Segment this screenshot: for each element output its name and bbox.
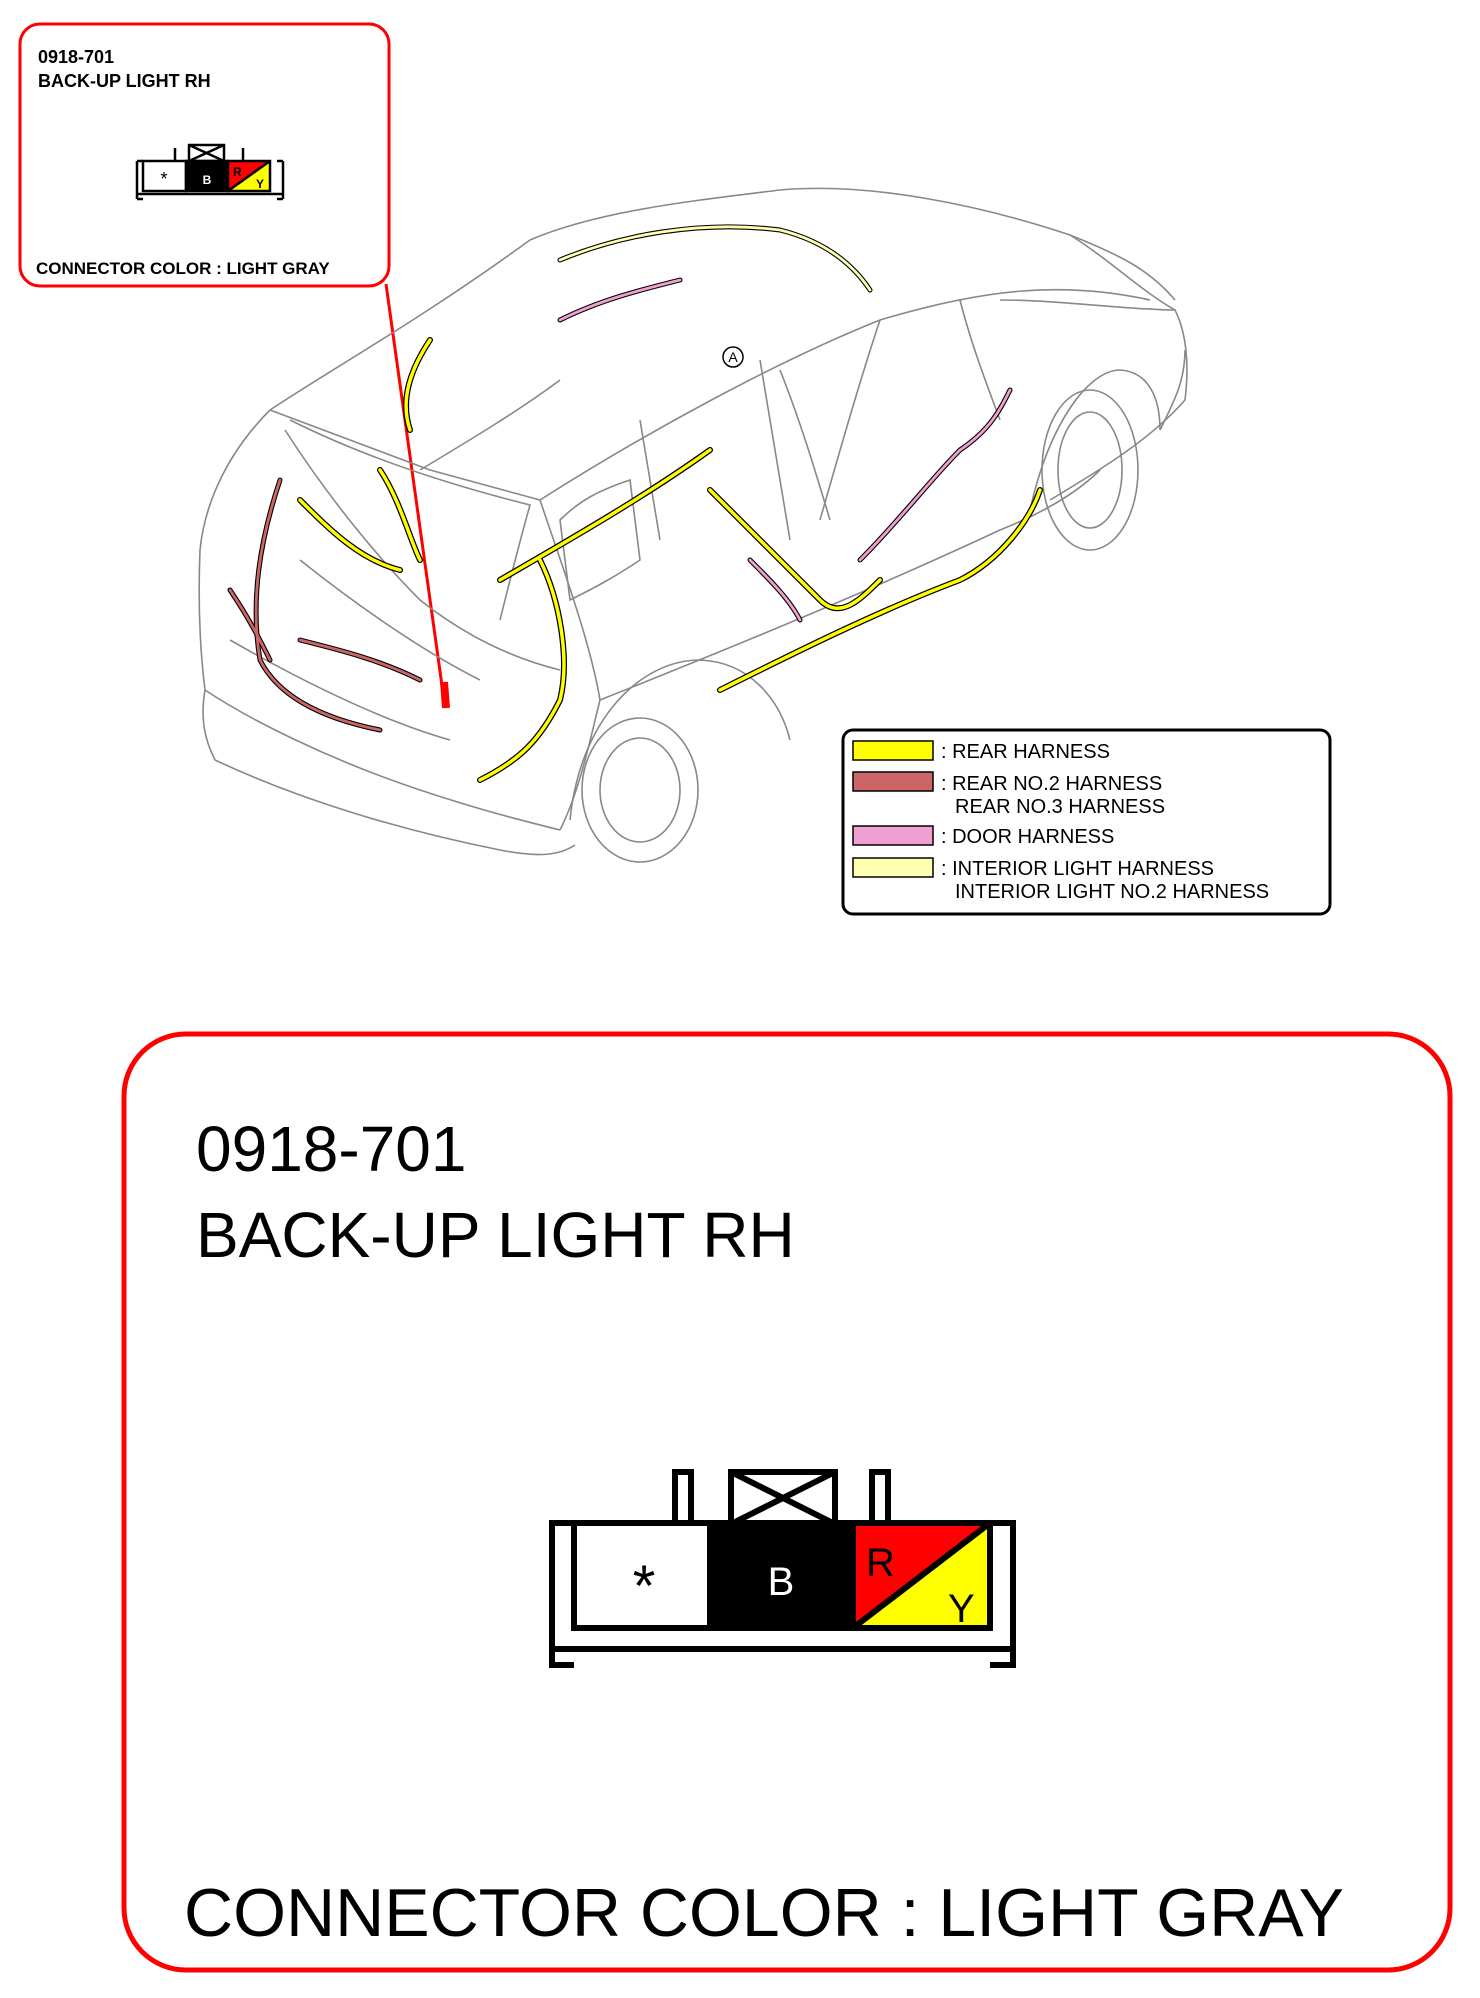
connector-face	[549, 1469, 1016, 1668]
legend-label-interior-light: : INTERIOR LIGHT HARNESS	[941, 858, 1214, 880]
legend-swatch-door	[852, 825, 934, 846]
small-connector-code: 0918-701	[38, 47, 114, 67]
small-pin-b: B	[203, 173, 212, 187]
small-connector-face	[135, 143, 285, 201]
small-pin-r: R	[233, 165, 242, 179]
small-pin-y: Y	[256, 177, 264, 191]
rear-harness-fill	[298, 338, 1042, 782]
legend-label-rear: : REAR HARNESS	[941, 741, 1110, 763]
small-callout: 0918-701 BACK-UP LIGHT RH * B R Y	[18, 22, 391, 288]
legend-swatch-rear	[852, 740, 934, 761]
small-connector-color: CONNECTOR COLOR : LIGHT GRAY	[36, 259, 330, 278]
location-marker-circle	[722, 346, 744, 368]
legend-label-interior-light-no2: INTERIOR LIGHT NO.2 HARNESS	[955, 881, 1269, 903]
pin-star-label: *	[633, 1554, 656, 1619]
legend-label-rear-no2: : REAR NO.2 HARNESS	[941, 773, 1162, 795]
interior-light-harness-fill	[558, 225, 872, 292]
rear-no2-harness-paths	[227, 477, 423, 733]
interior-light-harness-paths	[557, 224, 873, 293]
vehicle-outline	[198, 187, 1188, 863]
location-marker-label: A	[728, 349, 738, 365]
connector-color: CONNECTOR COLOR : LIGHT GRAY	[184, 1875, 1344, 1951]
connector-location-mark	[440, 681, 450, 709]
pin-r-label: R	[866, 1541, 895, 1585]
callout-leader-line	[384, 283, 446, 701]
connector-name: BACK-UP LIGHT RH	[196, 1199, 795, 1271]
large-callout: 0918-701 BACK-UP LIGHT RH * B	[121, 1031, 1453, 1973]
rear-no2-harness-fill	[228, 478, 422, 732]
small-connector-name: BACK-UP LIGHT RH	[38, 71, 211, 91]
door-harness-fill	[558, 278, 1012, 622]
connector-code: 0918-701	[196, 1113, 466, 1185]
pin-b-label: B	[768, 1560, 795, 1604]
harness-legend: : REAR HARNESS : REAR NO.2 HARNESS REAR …	[841, 728, 1332, 916]
small-pin-star: *	[160, 169, 167, 189]
legend-label-rear-no3: REAR NO.3 HARNESS	[955, 796, 1165, 818]
legend-swatch-interior-light	[852, 857, 934, 878]
legend-label-door: : DOOR HARNESS	[941, 826, 1114, 848]
rear-harness-paths	[297, 337, 1043, 783]
legend-swatch-rear-no2	[852, 771, 934, 792]
pin-y-label: Y	[948, 1587, 975, 1631]
